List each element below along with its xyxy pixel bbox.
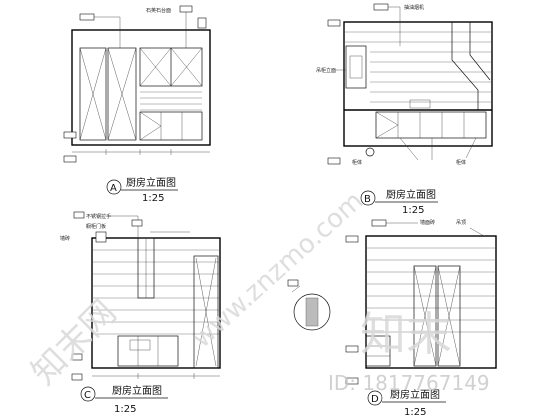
annotation-a-top: 石英石台面	[146, 7, 171, 14]
annotation-b-hood: 抽油烟机	[404, 4, 424, 11]
view-letter-d: D	[371, 394, 379, 405]
detail-callout	[293, 293, 331, 331]
annotation-c-left2: 橱柜门板	[86, 223, 106, 230]
view-title-b: 厨房立面图	[386, 188, 436, 201]
elevation-c: 不锈钢拉手 橱柜门板 墙砖 C 厨房立面图 1:25	[60, 211, 221, 415]
view-marker-a	[106, 179, 122, 195]
annotation-b-side: 吊柜立面	[316, 67, 336, 74]
view-scale-d: 1:25	[404, 407, 426, 418]
annotation-d-top: 墙面砖	[420, 219, 435, 226]
view-scale-a: 1:25	[142, 193, 164, 204]
annotation-b-bottom: 柜体	[352, 159, 362, 166]
watermark-url: www.znzmo.com	[187, 186, 369, 354]
view-letter-b: B	[364, 194, 371, 205]
view-title-d: 厨房立面图	[390, 388, 440, 401]
view-scale-b: 1:25	[402, 205, 424, 216]
watermark-id: ID: 1817767149	[328, 371, 490, 395]
elevation-a: 石英石台面 A 厨房立面图 1:25	[63, 5, 211, 204]
view-scale-c: 1:25	[114, 404, 136, 415]
watermark-logo: 知末	[360, 307, 452, 361]
annotation-c-left3: 墙砖	[60, 235, 70, 242]
view-title-a: 厨房立面图	[126, 176, 176, 189]
view-letter-a: A	[110, 183, 117, 194]
view-marker-c	[80, 386, 96, 402]
annotation-c-left: 不锈钢拉手	[86, 213, 111, 220]
view-title-c: 厨房立面图	[112, 384, 162, 397]
view-marker-d	[367, 390, 383, 406]
elevation-d: 墙面砖 吊顶 D 厨房立面图 1:25	[287, 219, 497, 418]
annotation-d-top2: 吊顶	[456, 220, 466, 226]
view-marker-b	[360, 190, 376, 206]
elevation-b: 抽油烟机 吊柜立面 柜体 柜体 B 厨房立面图 1:25	[316, 3, 493, 216]
view-letter-c: C	[84, 390, 91, 401]
svg-text:柜体: 柜体	[456, 159, 466, 166]
